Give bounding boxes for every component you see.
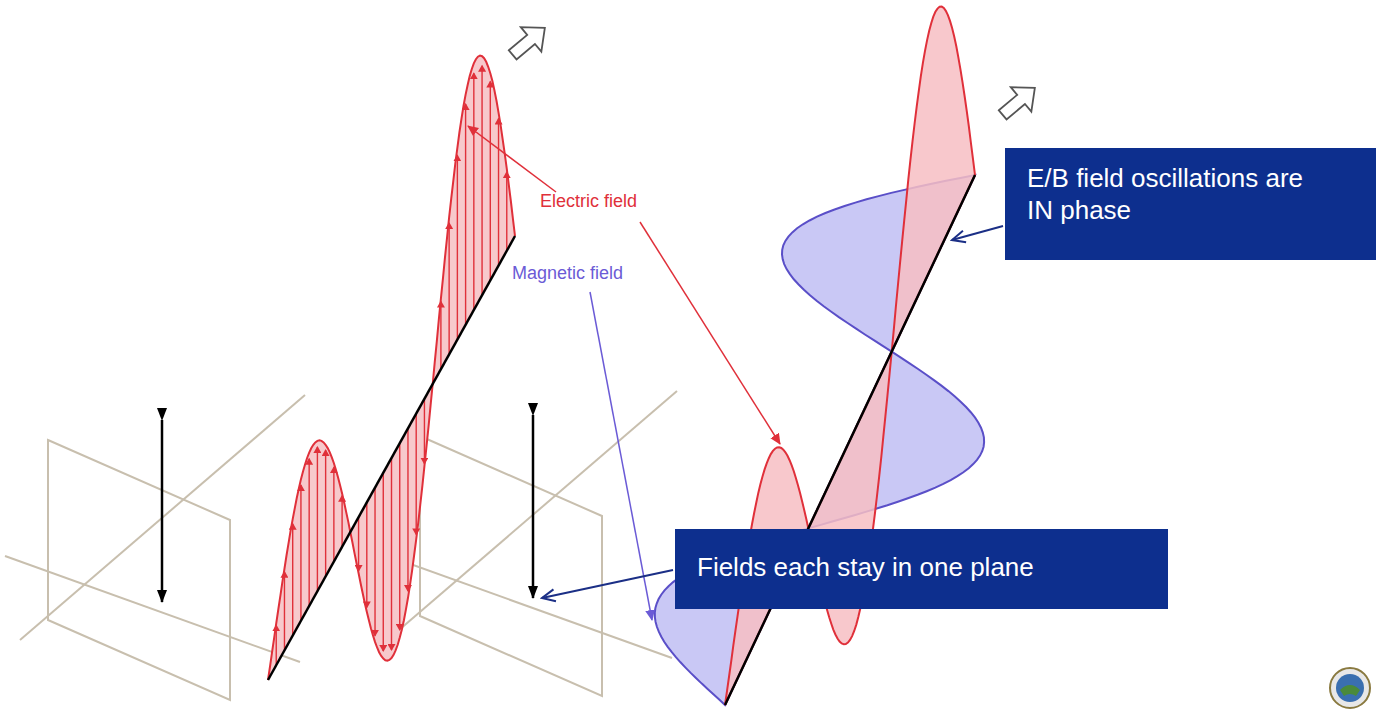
field-vector [481, 66, 482, 296]
field-vector [374, 488, 375, 636]
plane-axis [20, 395, 305, 640]
callout-text: E/B field oscillations are IN phase [1027, 162, 1317, 226]
plane-axis [5, 556, 300, 662]
field-label: Electric field [540, 190, 637, 212]
field-vector [457, 155, 458, 339]
plane-left [5, 395, 305, 700]
callout-leader [952, 226, 1003, 240]
field-vector [341, 496, 342, 547]
propagation-arrow [502, 16, 555, 68]
plane-outline [420, 436, 602, 696]
callout-box: E/B field oscillations are IN phase [1005, 148, 1376, 260]
plane-outline [48, 440, 230, 700]
seal-emblem [1340, 685, 1360, 696]
field-vector [448, 223, 449, 354]
field-vector [383, 473, 384, 651]
leader-line [468, 126, 556, 192]
field-vector [407, 428, 408, 591]
field-vector [490, 82, 491, 281]
callout-box: Fields each stay in one plane [675, 529, 1168, 609]
polarization-arrow [532, 415, 535, 598]
field-vector [391, 458, 392, 650]
propagation-arrow [992, 76, 1045, 128]
field-label: Magnetic field [512, 262, 623, 284]
plane-axis [392, 391, 677, 636]
field-vector [506, 172, 507, 251]
field-vector [498, 119, 499, 266]
field-vector [416, 414, 417, 535]
seal-logo [1330, 668, 1370, 708]
propagation-axis [268, 236, 515, 680]
callout-leader [542, 570, 673, 598]
field-vector [465, 104, 466, 325]
field-vector [333, 467, 334, 561]
plane-axis [377, 552, 672, 658]
field-vector [473, 73, 474, 310]
leader-line [590, 292, 652, 620]
field-vector [284, 572, 285, 651]
field-vector [317, 447, 318, 591]
field-vector [325, 450, 326, 576]
electric-field-curve [268, 56, 515, 680]
field-vector [399, 443, 400, 630]
field-vector [292, 524, 293, 636]
field-vector [300, 485, 301, 621]
left-wave [268, 56, 515, 680]
seal-ring [1330, 668, 1370, 708]
field-vector [366, 502, 367, 607]
propagation-axis [725, 175, 975, 705]
callout-text: Fields each stay in one plane [697, 551, 1146, 583]
field-vector [308, 459, 309, 606]
electric-field-fill [268, 56, 515, 680]
field-vector [358, 517, 359, 571]
seal-center [1336, 674, 1364, 702]
leader-line [640, 222, 780, 444]
polarization-arrow [161, 420, 164, 602]
